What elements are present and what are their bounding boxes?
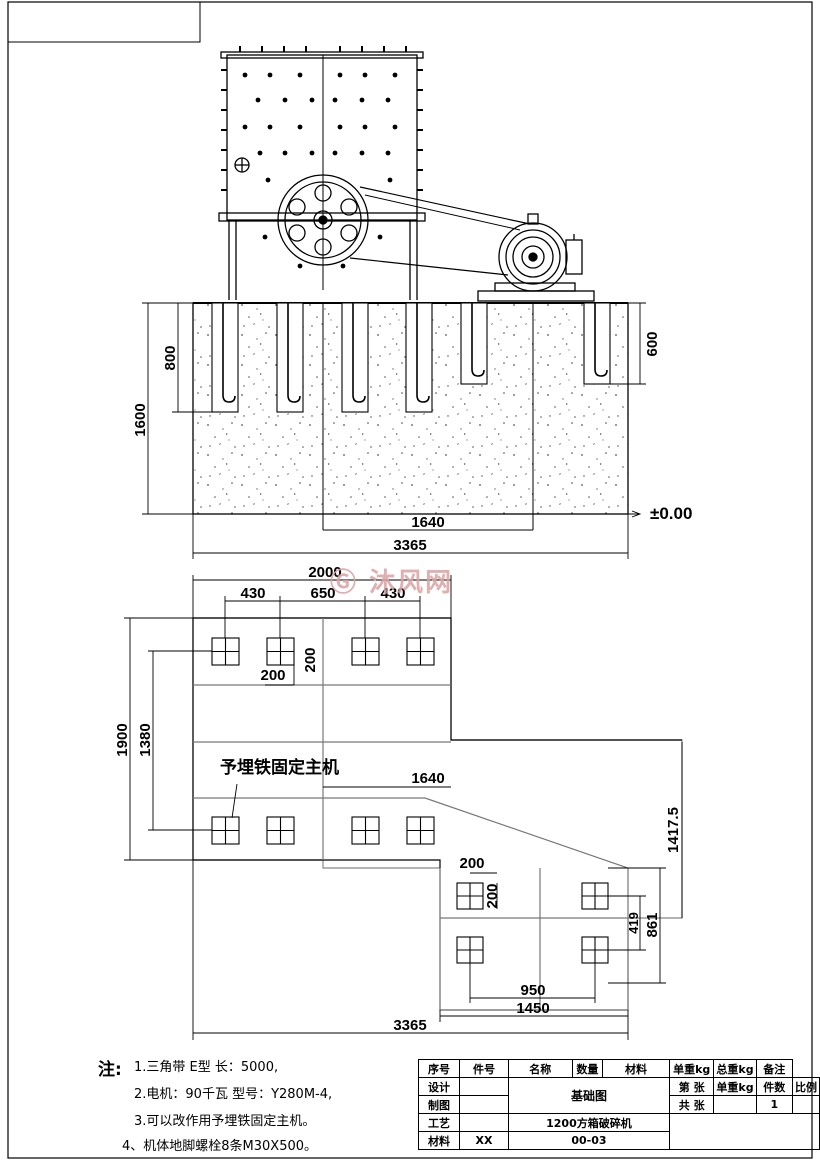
drawing-code: 00-03 xyxy=(507,1131,671,1150)
header-cell: 数量 xyxy=(571,1059,603,1078)
level-mark: ±0.00 xyxy=(650,504,692,523)
material-value: XX xyxy=(459,1131,509,1150)
sheet-total: 共 张 xyxy=(669,1095,715,1114)
title-block: 序号 件号 名称 数量 材料 单重kg 总重kg 备注 设计 基础图 第 张 单… xyxy=(417,1059,820,1150)
row-label-design: 设计 xyxy=(417,1077,461,1096)
title-block-header: 序号 件号 名称 数量 材料 单重kg 总重kg 备注 xyxy=(417,1059,820,1078)
drawing-name: 基础图 xyxy=(507,1077,671,1114)
note-item: 3.可以改作用予埋铁固定主机。 xyxy=(134,1114,316,1129)
elevation-dimensions xyxy=(142,302,646,559)
header-cell: 备注 xyxy=(755,1059,794,1078)
dim-200-height: 200 xyxy=(302,647,319,672)
dim-1600: 1600 xyxy=(132,403,149,436)
dim-1640-plan: 1640 xyxy=(411,770,444,787)
dim-2000: 2000 xyxy=(308,564,341,581)
dim-430-left: 430 xyxy=(240,585,265,602)
sheet-no: 第 张 xyxy=(669,1077,715,1096)
dim-1900: 1900 xyxy=(114,723,131,756)
header-cell: 件号 xyxy=(459,1059,509,1078)
dim-200-width: 200 xyxy=(260,667,285,684)
header-cell: 单重kg xyxy=(669,1059,715,1078)
dim-1640-elevation: 1640 xyxy=(411,514,444,531)
dim-3365-elevation: 3365 xyxy=(393,537,426,554)
watermark-logo-icon: Ⓖ xyxy=(330,568,359,598)
row-label-material: 材料 xyxy=(417,1131,461,1150)
count-label: 件数 xyxy=(755,1077,794,1096)
dim-650: 650 xyxy=(310,585,335,602)
row-label-process: 工艺 xyxy=(417,1113,461,1132)
dim-200-lower-width: 200 xyxy=(459,855,484,872)
dim-950: 950 xyxy=(520,982,545,999)
note-item: 2.电机：90千瓦 型号：Y280M-4, xyxy=(134,1087,333,1102)
dim-430-right: 430 xyxy=(380,585,405,602)
dim-1380: 1380 xyxy=(137,723,154,756)
note-item: 1.三角带 E型 长：5000, xyxy=(134,1060,279,1075)
callout-embedded-iron: 予埋铁固定主机 xyxy=(220,757,339,778)
notes-heading: 注: xyxy=(98,1060,122,1080)
dim-800: 800 xyxy=(162,345,179,370)
dim-600: 600 xyxy=(644,331,661,356)
foundation-elevation xyxy=(192,302,629,530)
crusher-elevation xyxy=(218,46,595,302)
product-name: 1200方箱破碎机 xyxy=(507,1113,671,1132)
header-cell: 序号 xyxy=(417,1059,461,1078)
drawing-frame xyxy=(7,1,813,1159)
scale-label: 比例 xyxy=(792,1077,820,1096)
watermark: Ⓖ 沐风网 xyxy=(330,562,453,599)
dim-1417: 1417.5 xyxy=(665,807,682,853)
header-cell: 名称 xyxy=(507,1059,573,1078)
plan-dimensions xyxy=(124,575,683,1040)
header-cell: 材料 xyxy=(601,1059,671,1078)
dim-1450: 1450 xyxy=(516,1000,549,1017)
unit-weight-label: 单重kg xyxy=(713,1077,757,1096)
note-item: 4、机体地脚螺栓8条M30X500。 xyxy=(122,1139,318,1154)
watermark-text: 沐风网 xyxy=(369,568,454,598)
dim-861: 861 xyxy=(644,912,661,937)
dim-3365-plan: 3365 xyxy=(393,1017,426,1034)
dim-200-lower-height: 200 xyxy=(484,883,501,908)
foundation-plan xyxy=(192,617,683,1011)
dim-419: 419 xyxy=(626,912,641,934)
header-cell: 总重kg xyxy=(713,1059,757,1078)
row-label-drafting: 制图 xyxy=(417,1095,461,1114)
count-value: 1 xyxy=(755,1095,794,1114)
corner-box xyxy=(7,1,201,43)
crusher-rivets xyxy=(242,72,398,269)
